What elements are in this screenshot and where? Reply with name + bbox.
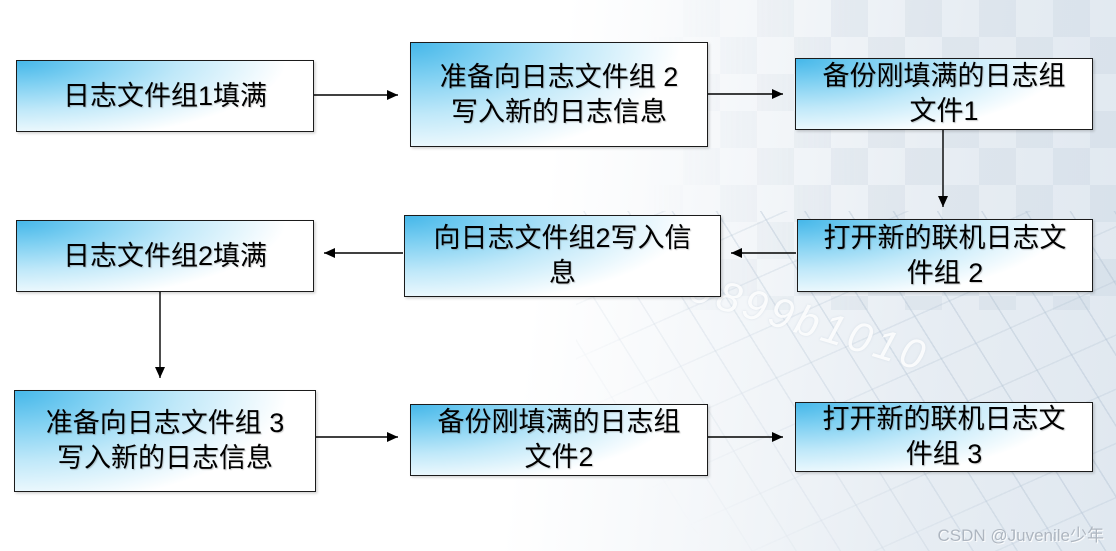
node-write-to-group2: 向日志文件组2写入信 息 [404, 215, 721, 297]
node-log-group1-full: 日志文件组1填满 [16, 60, 314, 132]
node-open-online-log-group3: 打开新的联机日志文 件组 3 [795, 402, 1093, 472]
node-prepare-write-group2: 准备向日志文件组 2 写入新的日志信息 [410, 42, 708, 147]
node-open-online-log-group2: 打开新的联机日志文 件组 2 [797, 219, 1093, 292]
node-log-group2-full: 日志文件组2填满 [16, 220, 314, 292]
csdn-watermark: CSDN @Juvenile少年 [937, 526, 1104, 545]
node-backup-log-group-file1: 备份刚填满的日志组 文件1 [795, 58, 1093, 130]
node-prepare-write-group3: 准备向日志文件组 3 写入新的日志信息 [14, 390, 316, 492]
node-backup-log-group-file2: 备份刚填满的日志组 文件2 [410, 404, 708, 476]
